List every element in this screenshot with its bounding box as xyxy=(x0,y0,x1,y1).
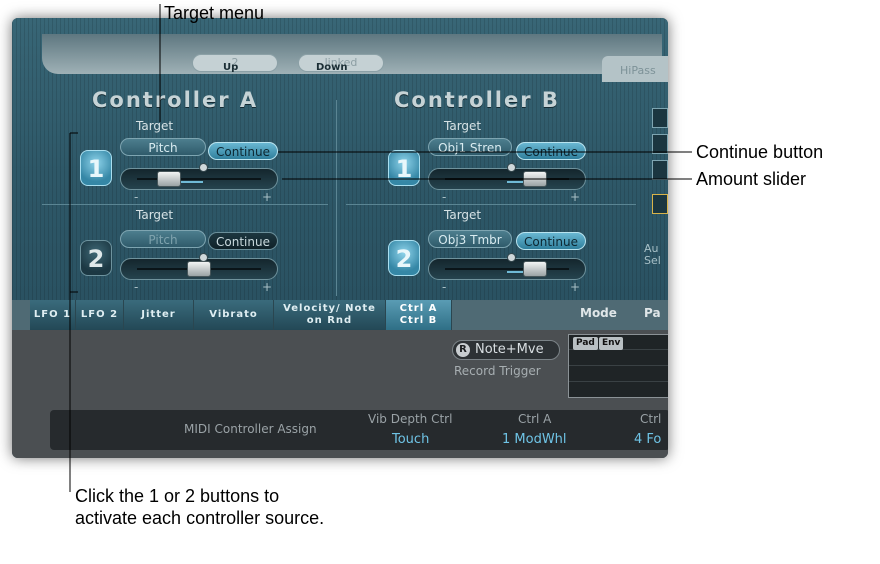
plus-label: + xyxy=(570,190,581,204)
controller-a-slot1-button[interactable]: 1 xyxy=(80,150,112,186)
env-tag-env[interactable]: Env xyxy=(599,337,624,350)
record-icon: R xyxy=(456,343,470,357)
controller-a-title: Controller A xyxy=(92,88,259,112)
controller-b-slot2-target-menu[interactable]: Obj3 Tmbr xyxy=(428,230,512,248)
controller-b-slot1-target-menu[interactable]: Obj1 Stren xyxy=(428,138,512,156)
tab-jitter[interactable]: Jitter xyxy=(124,300,194,330)
slider-knob xyxy=(507,253,516,262)
modulation-tabs: LFO 1 LFO 2 Jitter Vibrato Velocity/ Not… xyxy=(12,300,668,330)
minus-label: - xyxy=(442,190,447,204)
tab-ctrl-a-ctrl-b[interactable]: Ctrl A Ctrl B xyxy=(386,300,452,330)
controller-panel: 2 linked Up Down HiPass Controller A Tar… xyxy=(12,18,668,300)
slider-amount-fill xyxy=(507,181,537,183)
plus-label: + xyxy=(570,280,581,294)
minus-label: - xyxy=(442,280,447,294)
slider-track xyxy=(137,178,261,180)
midi-ctrl-a-header: Ctrl A xyxy=(518,412,552,426)
tab-lfo2[interactable]: LFO 2 xyxy=(76,300,124,330)
minus-label: - xyxy=(134,190,139,204)
slider-track xyxy=(445,268,569,270)
pad-label: Pa xyxy=(644,306,661,320)
slider-thumb[interactable] xyxy=(523,171,547,187)
envelope-display[interactable]: Pad Env xyxy=(568,334,668,398)
partial-sel-label: Sel xyxy=(644,254,661,267)
record-trigger-value: Note+Mve xyxy=(475,342,544,357)
midi-controller-assign-bar: MIDI Controller Assign Vib Depth Ctrl To… xyxy=(50,410,668,450)
record-trigger-button[interactable]: R Note+Mve xyxy=(452,340,560,360)
tab-vibrato[interactable]: Vibrato xyxy=(194,300,274,330)
controller-a-slot1-target-menu[interactable]: Pitch xyxy=(120,138,206,156)
midi-vib-depth-value[interactable]: Touch xyxy=(392,432,430,447)
row-divider-a xyxy=(42,204,328,205)
up-label: Up xyxy=(223,62,239,73)
controller-b-slot2-button[interactable]: 2 xyxy=(388,240,420,276)
plugin-window: 2 linked Up Down HiPass Controller A Tar… xyxy=(12,18,668,458)
minus-label: - xyxy=(134,280,139,294)
record-trigger-label: Record Trigger xyxy=(454,364,541,378)
controller-b-title: Controller B xyxy=(394,88,560,112)
top-strip: 2 linked xyxy=(42,34,662,74)
controller-a-slot1-amount-slider[interactable] xyxy=(120,163,278,190)
controller-b-slot2-amount-slider[interactable] xyxy=(428,253,586,280)
callout-target-menu: Target menu xyxy=(164,3,265,23)
up-field[interactable]: 2 xyxy=(192,54,278,72)
tab-velocity[interactable]: Velocity/ Note on Rnd xyxy=(274,300,386,330)
controller-b-slot1-continue-button[interactable]: Continue xyxy=(516,142,586,160)
controller-a-slot2-button[interactable]: 2 xyxy=(80,240,112,276)
controller-a-slot2-target-menu[interactable]: Pitch xyxy=(120,230,206,248)
controller-b-slot2-continue-button[interactable]: Continue xyxy=(516,232,586,250)
plus-label: + xyxy=(262,280,273,294)
controller-b-slot2-target-label: Target xyxy=(444,208,482,222)
partial-au-label: Au xyxy=(644,242,659,255)
slider-amount-fill xyxy=(507,271,537,273)
partial-button[interactable] xyxy=(652,134,668,154)
slider-knob xyxy=(199,163,208,172)
tab-lfo1[interactable]: LFO 1 xyxy=(30,300,76,330)
slider-knob xyxy=(507,163,516,172)
controller-a-slot1-continue-button[interactable]: Continue xyxy=(208,142,278,160)
controller-a-slot2-continue-button[interactable]: Continue xyxy=(208,232,278,250)
slider-track xyxy=(445,178,569,180)
right-partial-controls xyxy=(652,96,668,236)
slider-thumb[interactable] xyxy=(523,261,547,277)
hipass-tab[interactable]: HiPass xyxy=(602,56,668,82)
env-tag-pad[interactable]: Pad xyxy=(573,337,598,350)
callout-buttons-help: Click the 1 or 2 buttons to activate eac… xyxy=(75,486,325,528)
controller-b-slot1-button[interactable]: 1 xyxy=(388,150,420,186)
controller-a-slot2-target-label: Target xyxy=(136,208,174,222)
slider-amount-fill xyxy=(173,181,203,183)
down-field[interactable]: linked xyxy=(298,54,384,72)
controller-a-slot2-amount-slider[interactable] xyxy=(120,253,278,280)
lower-panel: R Note+Mve Record Trigger Pad Env MIDI C… xyxy=(12,330,668,458)
partial-button[interactable] xyxy=(652,194,668,214)
plus-label: + xyxy=(262,190,273,204)
callout-continue-button: Continue button xyxy=(696,142,824,162)
controller-b-slot1-amount-slider[interactable] xyxy=(428,163,586,190)
slider-thumb[interactable] xyxy=(157,171,181,187)
mode-label: Mode xyxy=(580,306,617,320)
controller-a-slot1-target-label: Target xyxy=(136,119,174,133)
partial-button[interactable] xyxy=(652,108,668,128)
row-divider-b xyxy=(346,204,636,205)
down-label: Down xyxy=(316,62,348,73)
midi-ctrl-a-value[interactable]: 1 ModWhl xyxy=(502,432,567,447)
slider-thumb[interactable] xyxy=(187,261,211,277)
midi-vib-depth-header: Vib Depth Ctrl xyxy=(368,412,453,426)
midi-ctrl-b-header: Ctrl xyxy=(640,412,662,426)
controller-b-slot1-target-label: Target xyxy=(444,119,482,133)
midi-ctrl-b-value[interactable]: 4 Fo xyxy=(634,432,662,447)
partial-button[interactable] xyxy=(652,160,668,180)
callout-amount-slider: Amount slider xyxy=(696,169,807,189)
section-divider xyxy=(336,100,337,296)
midi-controller-assign-title: MIDI Controller Assign xyxy=(184,422,317,436)
